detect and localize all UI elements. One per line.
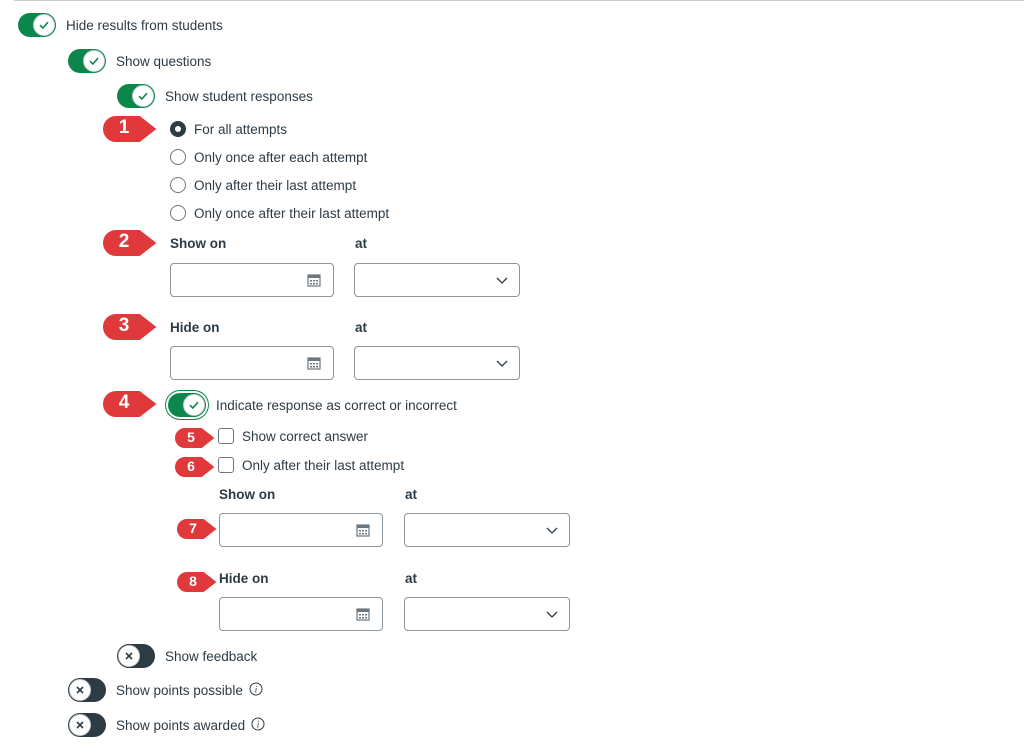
show-points-awarded-label: Show points awarded [116, 717, 246, 733]
chevron-down-icon [495, 273, 509, 290]
radio-button[interactable] [170, 177, 186, 193]
show-feedback-label: Show feedback [165, 648, 258, 664]
show-points-possible-label: Show points possible [116, 682, 243, 698]
show-student-responses-label: Show student responses [165, 88, 313, 104]
hide-on-time-select[interactable] [354, 346, 520, 380]
radio-button[interactable] [170, 121, 186, 137]
show-student-responses-toggle-row[interactable]: Show student responses [117, 84, 313, 108]
chevron-down-icon [545, 607, 559, 624]
callout-marker-8: 8 [172, 568, 222, 598]
show-points-awarded-toggle[interactable] [68, 713, 106, 737]
hide-results-toggle[interactable] [18, 13, 56, 37]
show-correct-answer-checkbox[interactable] [218, 428, 234, 444]
answer-show-on-date-input[interactable] [219, 513, 383, 547]
indicate-response-toggle-row[interactable]: Indicate response as correct or incorrec… [168, 393, 457, 417]
show-feedback-toggle[interactable] [117, 644, 155, 668]
hide-results-toggle-row[interactable]: Hide results from students [18, 13, 223, 37]
answer-show-on-label: Show on [219, 487, 276, 502]
x-icon [69, 679, 91, 701]
radio-label: Only once after each attempt [194, 149, 368, 165]
show-points-possible-toggle-row[interactable]: Show points possible i [68, 678, 263, 702]
radio-label: Only once after their last attempt [194, 205, 390, 221]
radio-option-once-each-attempt[interactable]: Only once after each attempt [170, 149, 367, 165]
radio-label: For all attempts [194, 121, 288, 137]
info-icon[interactable]: i [251, 717, 265, 734]
only-after-last-attempt-label: Only after their last attempt [242, 457, 405, 473]
show-correct-answer-row[interactable]: Show correct answer [218, 428, 368, 444]
answer-hide-on-label: Hide on [219, 571, 269, 586]
show-on-date-input[interactable] [170, 263, 334, 297]
chevron-down-icon [545, 523, 559, 540]
callout-marker-1: 1 [96, 111, 162, 151]
show-points-awarded-toggle-row[interactable]: Show points awarded i [68, 713, 265, 737]
svg-text:i: i [255, 684, 258, 694]
calendar-icon[interactable] [356, 523, 370, 540]
radio-label: Only after their last attempt [194, 177, 357, 193]
callout-marker-2: 2 [96, 225, 162, 265]
only-after-last-attempt-checkbox[interactable] [218, 457, 234, 473]
show-at-label: at [355, 236, 368, 251]
hide-results-label: Hide results from students [66, 17, 223, 33]
section-divider [14, 0, 1024, 1]
radio-option-once-after-last-attempt[interactable]: Only once after their last attempt [170, 205, 389, 221]
show-questions-label: Show questions [116, 53, 212, 69]
answer-show-at-label: at [405, 487, 418, 502]
radio-option-after-last-attempt[interactable]: Only after their last attempt [170, 177, 356, 193]
check-icon [83, 50, 105, 72]
show-on-time-select[interactable] [354, 263, 520, 297]
show-questions-toggle[interactable] [68, 49, 106, 73]
callout-marker-3: 3 [96, 309, 162, 349]
only-after-last-attempt-row[interactable]: Only after their last attempt [218, 457, 404, 473]
show-feedback-toggle-row[interactable]: Show feedback [117, 644, 257, 668]
answer-hide-at-label: at [405, 571, 418, 586]
x-icon [69, 714, 91, 736]
answer-show-on-time-select[interactable] [404, 513, 570, 547]
chevron-down-icon [495, 356, 509, 373]
calendar-icon[interactable] [356, 607, 370, 624]
indicate-response-toggle[interactable] [168, 393, 206, 417]
callout-marker-4: 4 [96, 386, 162, 426]
show-student-responses-toggle[interactable] [117, 84, 155, 108]
show-points-possible-toggle[interactable] [68, 678, 106, 702]
hide-on-date-input[interactable] [170, 346, 334, 380]
show-on-label: Show on [170, 236, 227, 251]
check-icon [183, 394, 205, 416]
answer-hide-on-time-select[interactable] [404, 597, 570, 631]
indicate-response-label: Indicate response as correct or incorrec… [216, 397, 457, 413]
svg-text:i: i [257, 719, 260, 729]
radio-button[interactable] [170, 149, 186, 165]
radio-option-all-attempts[interactable]: For all attempts [170, 121, 287, 137]
calendar-icon[interactable] [307, 356, 321, 373]
hide-at-label: at [355, 320, 368, 335]
info-icon[interactable]: i [249, 682, 263, 699]
callout-marker-5: 5 [170, 424, 220, 454]
check-icon [33, 14, 55, 36]
hide-on-label: Hide on [170, 320, 220, 335]
answer-hide-on-date-input[interactable] [219, 597, 383, 631]
x-icon [118, 645, 140, 667]
calendar-icon[interactable] [307, 273, 321, 290]
check-icon [132, 85, 154, 107]
callout-marker-7: 7 [172, 515, 222, 545]
show-questions-toggle-row[interactable]: Show questions [68, 49, 211, 73]
show-correct-answer-label: Show correct answer [242, 428, 369, 444]
radio-button[interactable] [170, 205, 186, 221]
callout-marker-6: 6 [170, 453, 220, 483]
